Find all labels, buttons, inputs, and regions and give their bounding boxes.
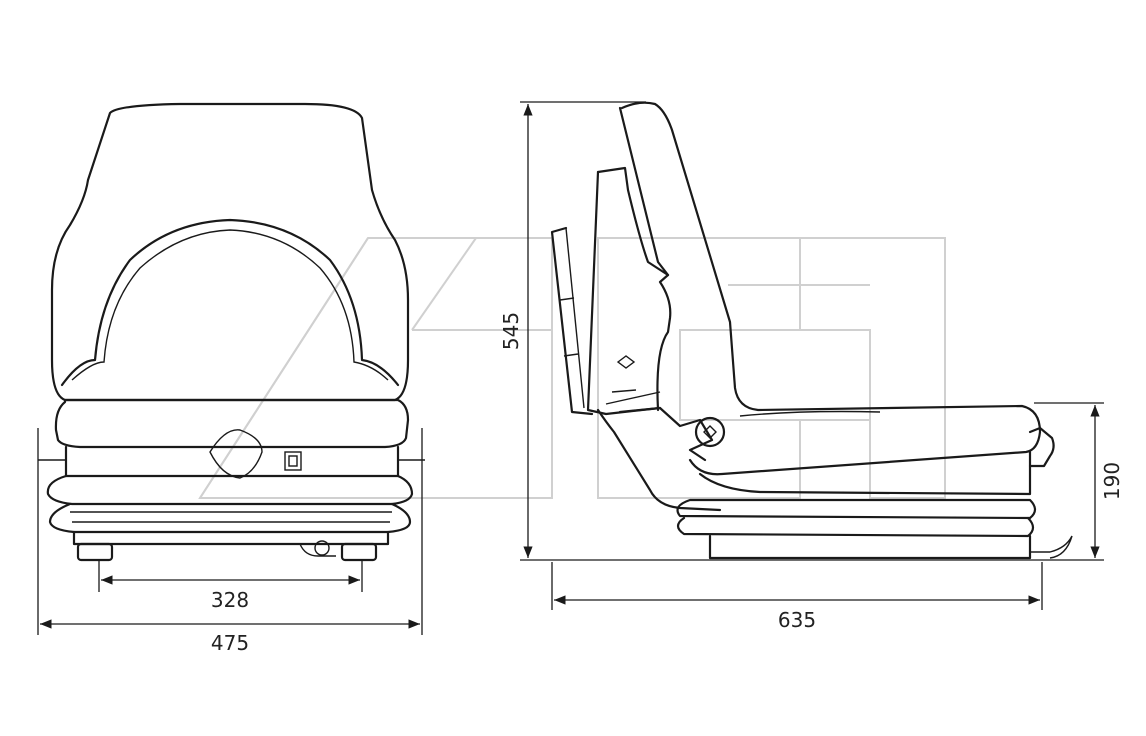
dimension-lines (37, 101, 1104, 635)
backrest-panel-outer (60, 218, 400, 387)
bellows-upper (46, 474, 414, 506)
side-depth-label: 635 (778, 608, 816, 632)
backrest-side (620, 101, 1042, 476)
weight-indicator (284, 451, 302, 471)
bellows-lower (48, 502, 412, 534)
backrest-inner-side (618, 106, 672, 412)
side-view-seat (550, 101, 1073, 560)
bellows-side-upper (676, 498, 1037, 520)
seat-frame-side (698, 450, 1032, 496)
seat-hinge-arm (596, 408, 722, 512)
hinge-knob (694, 416, 726, 448)
bolt-spacing-label: 328 (211, 588, 249, 612)
adjust-handle-side (1028, 426, 1055, 468)
suspension-height-label: 190 (1100, 462, 1124, 500)
lumbar-support (550, 226, 594, 416)
base-side (708, 534, 1032, 560)
front-view-seat (38, 102, 425, 562)
bolt-right (340, 542, 378, 562)
watermark-logo (198, 237, 946, 499)
bolt-left (76, 542, 114, 562)
seat-frame-front (64, 445, 400, 478)
side-height-label: 545 (499, 312, 523, 350)
seat-cushion-front (54, 398, 410, 449)
backrest-front (50, 102, 410, 402)
front-width-label: 475 (211, 631, 249, 655)
base-plate-front (72, 530, 390, 546)
adjust-knob-front (209, 429, 263, 479)
